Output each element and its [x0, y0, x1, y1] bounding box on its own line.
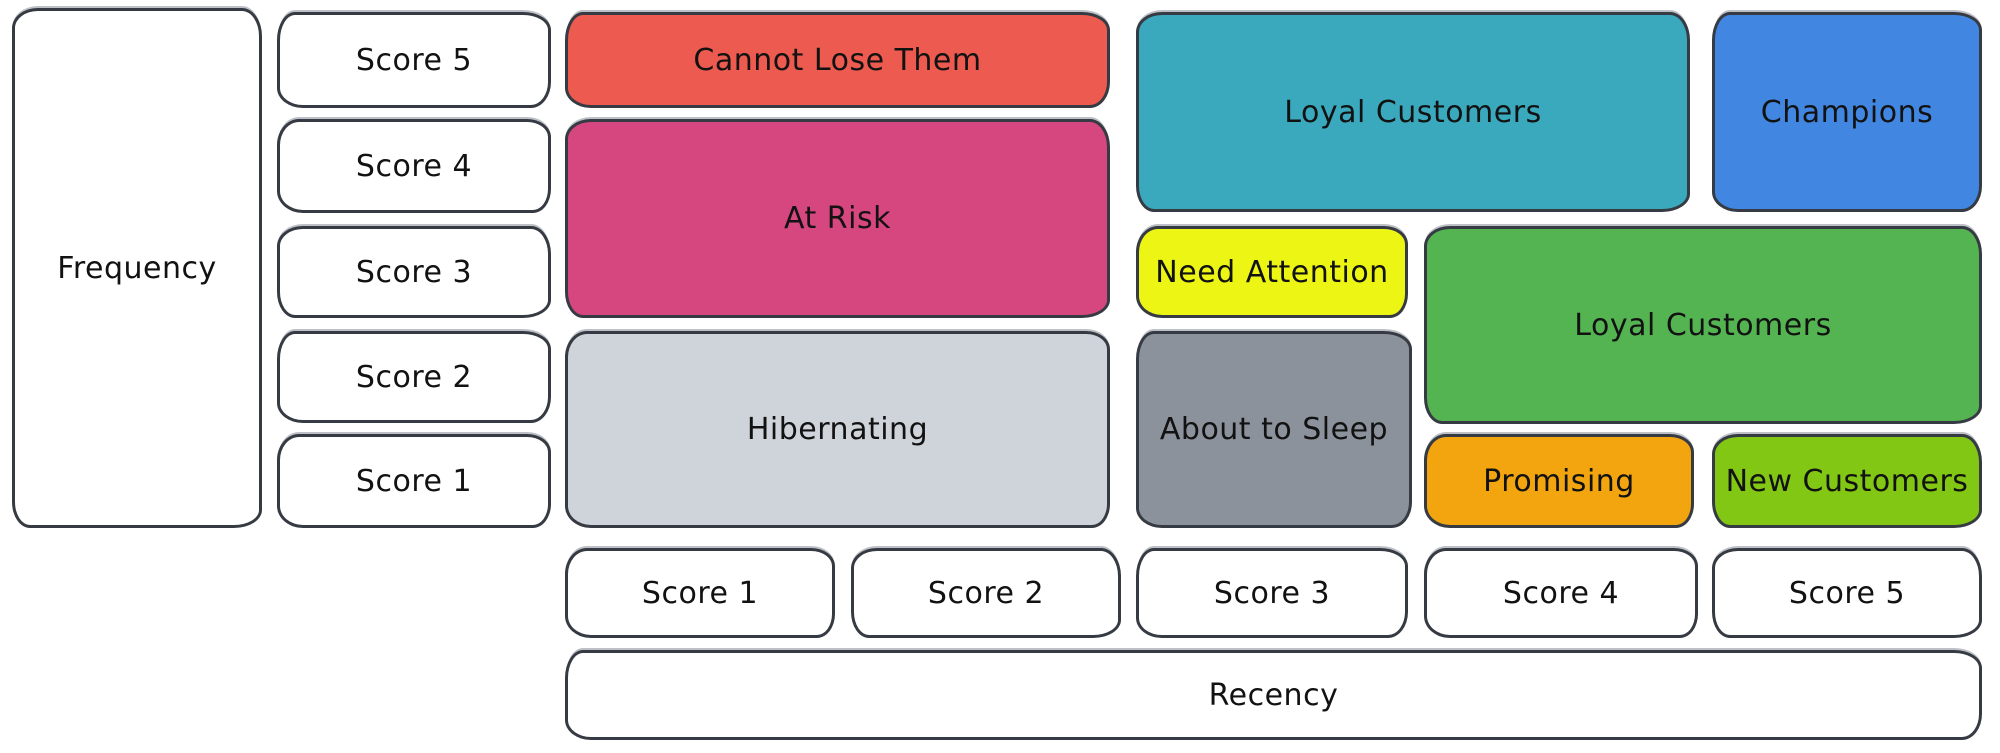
segment-need-attention-label: Need Attention [1155, 254, 1389, 290]
recency-axis-label-box: Recency [565, 650, 1982, 740]
segment-promising: Promising [1424, 434, 1694, 528]
recency-score-1-label: Score 1 [641, 575, 759, 611]
frequency-score-2-box: Score 2 [277, 331, 551, 423]
recency-score-1-box: Score 1 [565, 548, 835, 638]
recency-score-2-box: Score 2 [851, 548, 1121, 638]
segment-loyal-customers-right: Loyal Customers [1424, 226, 1982, 424]
recency-score-4-label: Score 4 [1502, 575, 1620, 611]
segment-about-to-sleep-label: About to Sleep [1159, 412, 1389, 447]
segment-loyal-customers-top: Loyal Customers [1136, 12, 1690, 212]
segment-promising-label: Promising [1483, 463, 1635, 499]
recency-score-5-label: Score 5 [1788, 575, 1906, 611]
segment-champions-label: Champions [1760, 94, 1934, 130]
frequency-score-5-label: Score 5 [355, 42, 473, 78]
segment-new-customers: New Customers [1712, 434, 1982, 528]
frequency-score-5-box: Score 5 [277, 12, 551, 108]
segment-at-risk-label: At Risk [784, 201, 891, 236]
recency-axis-label: Recency [1208, 677, 1339, 713]
recency-score-4-box: Score 4 [1424, 548, 1698, 638]
segment-need-attention: Need Attention [1136, 226, 1408, 318]
frequency-score-1-label: Score 1 [355, 463, 473, 499]
frequency-score-1-box: Score 1 [277, 434, 551, 528]
recency-score-3-label: Score 3 [1213, 575, 1331, 611]
segment-cannot-lose-them-label: Cannot Lose Them [693, 42, 982, 78]
frequency-score-4-label: Score 4 [355, 148, 473, 184]
recency-score-3-box: Score 3 [1136, 548, 1408, 638]
segment-cannot-lose-them: Cannot Lose Them [565, 12, 1110, 108]
segment-loyal-customers-right-label: Loyal Customers [1574, 307, 1832, 343]
frequency-score-4-box: Score 4 [277, 119, 551, 213]
segment-new-customers-label: New Customers [1725, 463, 1969, 499]
segment-loyal-customers-top-label: Loyal Customers [1284, 94, 1542, 130]
segment-at-risk: At Risk [565, 119, 1110, 318]
frequency-axis-label: Frequency [57, 250, 217, 286]
segment-champions: Champions [1712, 12, 1982, 212]
segment-hibernating-label: Hibernating [746, 412, 929, 447]
frequency-score-3-box: Score 3 [277, 226, 551, 318]
segment-hibernating: Hibernating [565, 331, 1110, 528]
segment-about-to-sleep: About to Sleep [1136, 331, 1412, 528]
recency-score-5-box: Score 5 [1712, 548, 1982, 638]
recency-score-2-label: Score 2 [927, 575, 1045, 611]
frequency-score-3-label: Score 3 [355, 254, 473, 290]
frequency-axis-label-box: Frequency [12, 8, 262, 528]
frequency-score-2-label: Score 2 [355, 359, 473, 395]
